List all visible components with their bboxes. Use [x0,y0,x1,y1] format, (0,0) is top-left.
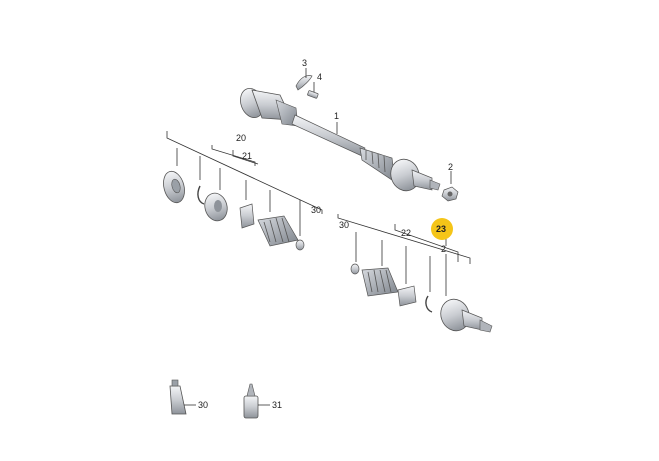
dished-washer[interactable] [239,203,255,229]
boot-left[interactable] [257,215,299,247]
leader-lines [166,68,471,406]
callout-22: 22 [401,228,411,238]
circlip-right[interactable] [425,295,433,313]
clamp-ring-right[interactable] [397,285,417,307]
sealant-bottle[interactable] [243,383,259,419]
highlighted-part-badge[interactable]: 23 [431,218,453,240]
callout-1: 1 [334,111,339,121]
cv-joint-inner[interactable] [202,191,230,224]
callout-4: 4 [317,72,322,82]
drive-shaft-assembly[interactable] [237,85,441,195]
callout-21: 21 [242,151,252,161]
callout-2-lower: 2 [441,244,446,254]
boot-right[interactable] [361,267,399,297]
callout-30-left: 30 [311,205,321,215]
clamp-left[interactable] [295,239,305,251]
bolt[interactable] [307,90,319,99]
securing-plate[interactable] [295,75,313,91]
callout-30-grease: 30 [198,400,208,410]
cv-joint-outer[interactable] [436,295,493,335]
callout-2-upper: 2 [448,162,453,172]
callout-20: 20 [236,133,246,143]
callout-31: 31 [272,400,282,410]
clamp-right[interactable] [350,263,360,275]
callout-30-right: 30 [339,220,349,230]
flange-cover[interactable] [160,169,188,205]
highlight-circle [431,218,453,240]
grease-tube[interactable] [169,379,187,415]
hub-nut[interactable] [441,186,459,202]
circlip-left[interactable] [197,185,205,205]
callout-3: 3 [302,58,307,68]
callout-23: 23 [436,224,446,234]
